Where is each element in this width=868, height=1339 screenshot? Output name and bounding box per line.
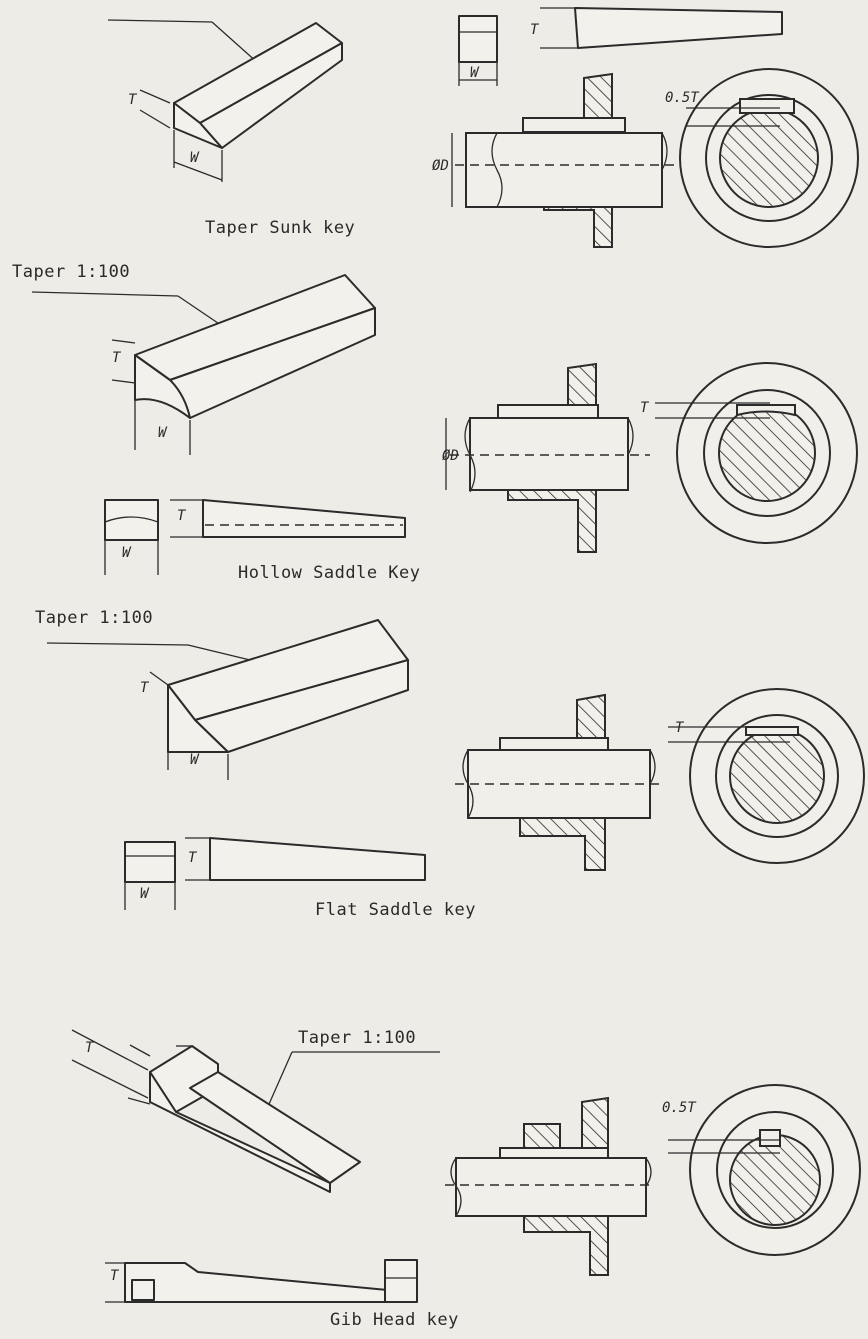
caption-taper-sunk-key: Taper Sunk key [205,218,356,238]
dim-w-sunk-end: W [470,65,479,81]
caption-flat-saddle-key: Flat Saddle key [315,900,477,920]
gib-head-key-group [71,1029,861,1303]
gib-head-key-iso [71,1029,361,1193]
dim-half-t-sunk: 0.5T [665,90,699,106]
hollow-saddle-end-view [655,362,858,544]
taper-sunk-key-iso [139,22,343,182]
taper-sunk-key-views [458,7,783,86]
taper-label-gib-head: Taper 1:100 [298,1028,417,1048]
caption-gib-head-key: Gib Head key [330,1310,459,1330]
flat-saddle-assembly [455,693,660,871]
dim-w-hollow: W [158,425,167,441]
hollow-saddle-key-iso [111,274,376,455]
caption-hollow-saddle-key: Hollow Saddle Key [238,563,421,583]
dim-t-hollow-end: T [640,400,649,416]
dim-d-sunk: ØD [432,158,449,174]
hollow-saddle-key-group [31,274,858,575]
dim-t-flat: T [140,680,149,696]
dim-w-flat-end: W [140,886,149,902]
flat-saddle-end-view [668,688,865,864]
dim-t-gib-side: T [110,1268,119,1284]
taper-label-flat-saddle: Taper 1:100 [35,608,154,628]
dim-d-hollow: ØD [442,448,459,464]
taper-label-hollow-saddle: Taper 1:100 [12,262,131,282]
taper-sunk-end-view [679,68,859,248]
dim-half-t-gib: 0.5T [662,1100,696,1116]
dim-w-sunk: W [190,150,199,166]
gib-head-end-view [668,1084,861,1256]
dim-t-gib: T [85,1040,94,1056]
dim-t-flat-side: T [188,850,197,866]
hollow-saddle-assembly [445,362,650,553]
dim-t-flat-end: T [675,720,684,736]
dim-t-sunk-side: T [530,22,539,38]
flat-saddle-key-iso [149,619,409,780]
taper-sunk-key-group [107,7,859,248]
dim-w-flat: W [190,752,199,768]
taper-sunk-assembly [451,72,680,248]
hollow-saddle-key-views [104,499,406,575]
dim-w-hollow-end: W [122,545,131,561]
flat-saddle-key-group [46,619,865,910]
dim-t-sunk: T [128,92,137,108]
flat-saddle-key-views [124,837,426,910]
gib-head-key-views [105,1259,418,1303]
dim-t-hollow-side: T [177,508,186,524]
gib-head-assembly [445,1096,655,1276]
dim-t-hollow: T [112,350,121,366]
